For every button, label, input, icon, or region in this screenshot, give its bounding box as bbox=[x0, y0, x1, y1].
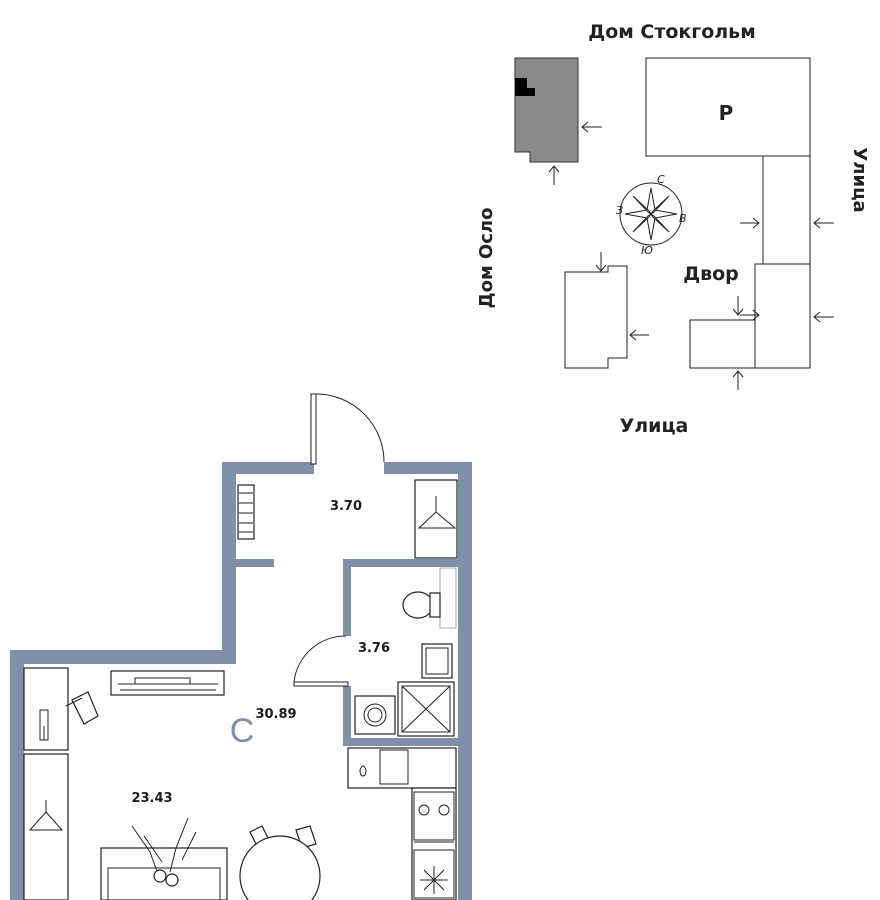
entrance-arrow-2 bbox=[548, 165, 560, 185]
entrance-arrow-7 bbox=[732, 370, 744, 390]
fridge bbox=[413, 849, 455, 899]
label-street-bottom: Улица bbox=[620, 415, 689, 437]
entrance-arrow-5 bbox=[813, 311, 834, 323]
compass-east: В bbox=[679, 212, 687, 225]
cooktop bbox=[413, 791, 455, 843]
living-wardrobe bbox=[23, 753, 69, 900]
room-area-living: 23.43 bbox=[131, 791, 172, 806]
floor-plan: 3.70 3.76 bbox=[10, 393, 472, 900]
kitchen-counter bbox=[347, 747, 457, 900]
highlighted-building bbox=[514, 57, 579, 163]
compass-rose: С Ю В З bbox=[616, 173, 687, 257]
desk-chair bbox=[65, 691, 99, 725]
entrance-arrow-8 bbox=[595, 252, 607, 272]
room-area-bathroom: 3.76 bbox=[358, 641, 390, 656]
toilet bbox=[402, 567, 457, 629]
parking-label: Р bbox=[719, 101, 734, 125]
radiator bbox=[237, 484, 255, 540]
tv-stand bbox=[110, 670, 225, 696]
bathroom-sink bbox=[421, 643, 453, 679]
entrance-door[interactable] bbox=[310, 393, 385, 465]
entrance-arrow-4 bbox=[813, 217, 834, 229]
bathroom-door[interactable] bbox=[293, 635, 349, 687]
total-area: 30.89 bbox=[255, 707, 296, 722]
people-figures bbox=[131, 817, 197, 887]
shower bbox=[397, 681, 455, 737]
label-building-stockholm: Дом Стокгольм bbox=[588, 21, 755, 43]
parking-building bbox=[645, 57, 811, 157]
dining-table bbox=[239, 825, 321, 900]
walls bbox=[10, 462, 472, 900]
entrance-arrow-6 bbox=[732, 296, 760, 321]
compass-south: Ю bbox=[641, 244, 653, 257]
compass-north: С bbox=[657, 173, 665, 186]
site-plan: Дом Стокгольм Р bbox=[476, 21, 870, 437]
building-right-1 bbox=[762, 155, 811, 265]
label-building-oslo: Дом Осло bbox=[476, 208, 497, 309]
label-street-right: Улица bbox=[849, 147, 870, 212]
building-right-2 bbox=[754, 263, 811, 369]
desk bbox=[23, 667, 69, 751]
compass-west: З bbox=[616, 204, 623, 217]
washing-machine bbox=[354, 695, 396, 735]
room-area-hall: 3.70 bbox=[330, 499, 362, 514]
entrance-arrow-3 bbox=[740, 217, 760, 229]
hall-wardrobe bbox=[414, 479, 458, 559]
entrance-arrow-9 bbox=[629, 329, 649, 341]
building-oslo bbox=[564, 265, 628, 369]
apartment-type-letter: С bbox=[230, 712, 255, 750]
entrance-arrow-1 bbox=[581, 121, 602, 133]
label-courtyard: Двор bbox=[683, 263, 739, 285]
building-bottom-small bbox=[689, 319, 756, 369]
kitchen-sink bbox=[359, 749, 409, 785]
apartment-marker bbox=[515, 78, 535, 96]
